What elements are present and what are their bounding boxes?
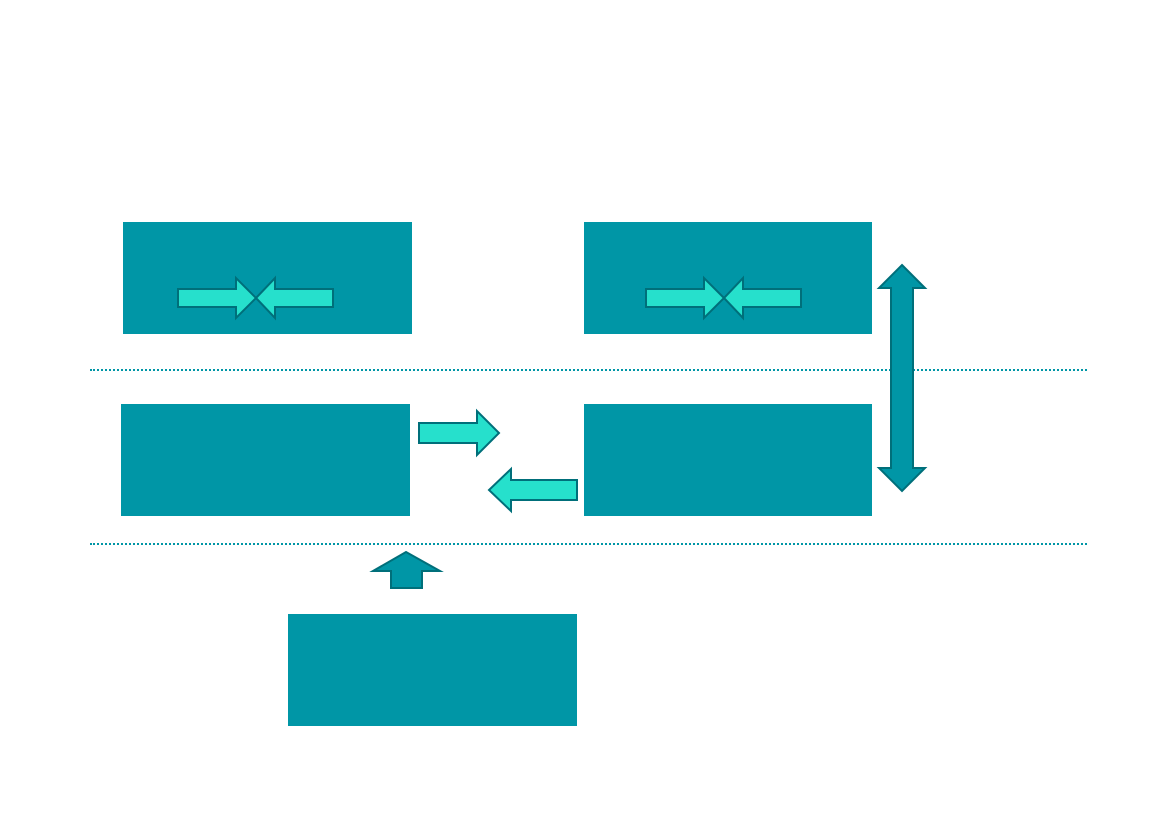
double-arrow-vertical-icon (876, 263, 928, 493)
box-top-right (584, 222, 872, 334)
converging-arrows-icon (645, 275, 802, 321)
arrow-left-icon (487, 466, 578, 514)
dotted-divider-upper (90, 369, 1087, 371)
box-bottom (288, 614, 577, 726)
arrow-up-icon (369, 550, 444, 589)
arrow-right-icon (645, 275, 726, 321)
dotted-divider-lower (90, 543, 1087, 545)
arrow-right-icon (418, 408, 501, 458)
arrow-right-icon (177, 275, 258, 321)
arrow-left-icon (254, 275, 334, 321)
box-top-left (123, 222, 412, 334)
box-middle-left (121, 404, 410, 516)
box-middle-right (584, 404, 872, 516)
arrow-left-icon (722, 275, 802, 321)
converging-arrows-icon (177, 275, 334, 321)
